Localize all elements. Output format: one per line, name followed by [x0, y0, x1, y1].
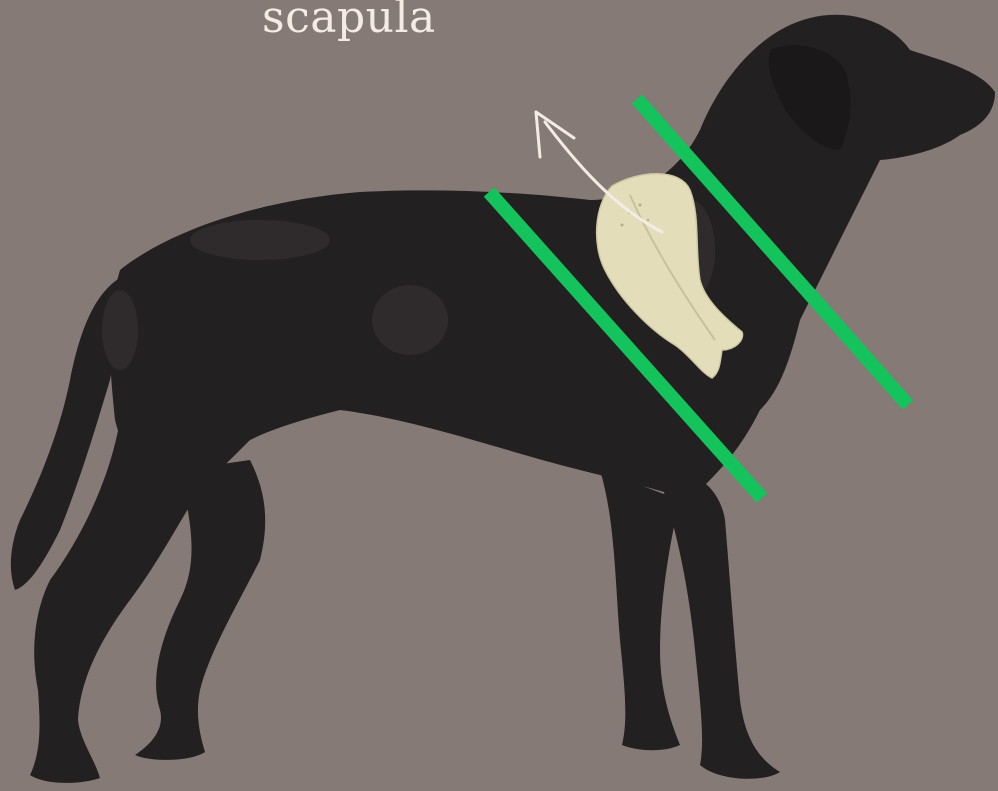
dog-silhouette	[11, 15, 995, 783]
dog-front-leg-left	[600, 470, 680, 750]
dog-front-leg-right	[660, 480, 780, 779]
